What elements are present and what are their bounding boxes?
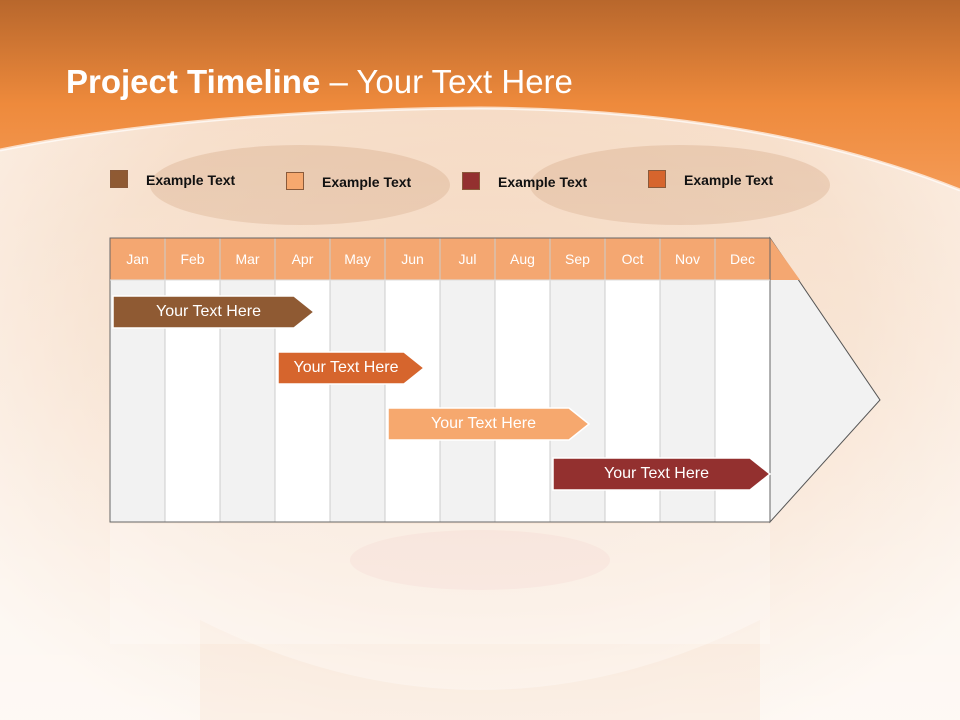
legend-swatch bbox=[462, 172, 480, 190]
month-label: Dec bbox=[730, 251, 755, 267]
month-label: Feb bbox=[180, 251, 205, 267]
header-arrow-tip bbox=[770, 238, 800, 280]
task-bar-label: Your Text Here bbox=[604, 465, 709, 482]
month-label: Apr bbox=[291, 251, 314, 267]
task-bar-label: Your Text Here bbox=[293, 359, 399, 376]
month-header-cell bbox=[165, 238, 220, 280]
task-bar-label: Your Text Here bbox=[431, 415, 536, 432]
task-bar bbox=[112, 295, 316, 329]
month-column bbox=[385, 280, 440, 522]
month-label: Mar bbox=[235, 251, 260, 267]
month-label: Jan bbox=[126, 251, 149, 267]
month-label: Jul bbox=[458, 251, 477, 267]
month-label: Sep bbox=[565, 251, 590, 267]
month-label: Jun bbox=[401, 251, 424, 267]
task-bar bbox=[387, 407, 591, 441]
month-column bbox=[330, 280, 385, 522]
slide-title: Project Timeline – Your Text Here bbox=[66, 60, 573, 104]
legend-swatch bbox=[286, 172, 304, 190]
month-header-cell bbox=[660, 238, 715, 280]
task-bar-label: Your Text Here bbox=[156, 303, 261, 320]
month-header-cell bbox=[385, 238, 440, 280]
month-header-cell bbox=[550, 238, 605, 280]
month-label: Nov bbox=[675, 251, 700, 267]
chart-reflection bbox=[110, 524, 770, 644]
chart-arrow-head bbox=[769, 236, 881, 524]
month-label: May bbox=[344, 251, 371, 267]
chart-outline bbox=[109, 237, 771, 523]
task-bar bbox=[277, 351, 426, 385]
legend-swatch bbox=[110, 170, 128, 188]
title-bold: Project Timeline bbox=[66, 63, 321, 100]
month-column bbox=[440, 280, 495, 522]
legend-label: Example Text bbox=[322, 174, 412, 190]
month-header-cell bbox=[440, 238, 495, 280]
month-header-cell bbox=[605, 238, 660, 280]
month-label: Aug bbox=[510, 251, 535, 267]
month-header-cell bbox=[275, 238, 330, 280]
month-column bbox=[495, 280, 550, 522]
month-header-cell bbox=[110, 238, 165, 280]
legend-label: Example Text bbox=[498, 174, 588, 190]
legend-label: Example Text bbox=[684, 172, 774, 188]
month-header-cell bbox=[495, 238, 550, 280]
title-rest: – Your Text Here bbox=[320, 63, 573, 100]
month-header-cell bbox=[330, 238, 385, 280]
legend-swatch bbox=[648, 170, 666, 188]
task-bar bbox=[552, 457, 772, 491]
month-label: Oct bbox=[621, 251, 644, 267]
month-header-cell bbox=[715, 238, 770, 280]
legend-label: Example Text bbox=[146, 172, 236, 188]
month-header-cell bbox=[220, 238, 275, 280]
